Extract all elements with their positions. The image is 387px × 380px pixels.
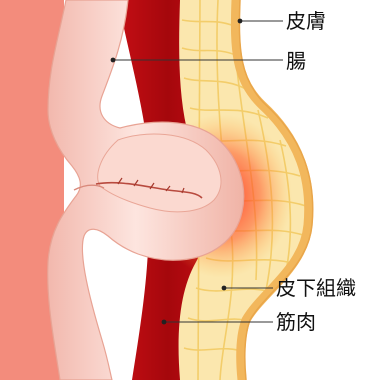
label-intestine: 腸: [286, 50, 306, 72]
label-subcutaneous-tissue: 皮下組織: [276, 277, 356, 299]
pointer-dot-subcutaneous: [222, 286, 227, 291]
pointer-dot-muscle: [162, 320, 167, 325]
label-muscle: 筋肉: [276, 311, 316, 333]
label-skin: 皮膚: [286, 10, 326, 32]
pointer-dot-skin: [238, 19, 243, 24]
pointer-dot-intestine: [111, 58, 116, 63]
